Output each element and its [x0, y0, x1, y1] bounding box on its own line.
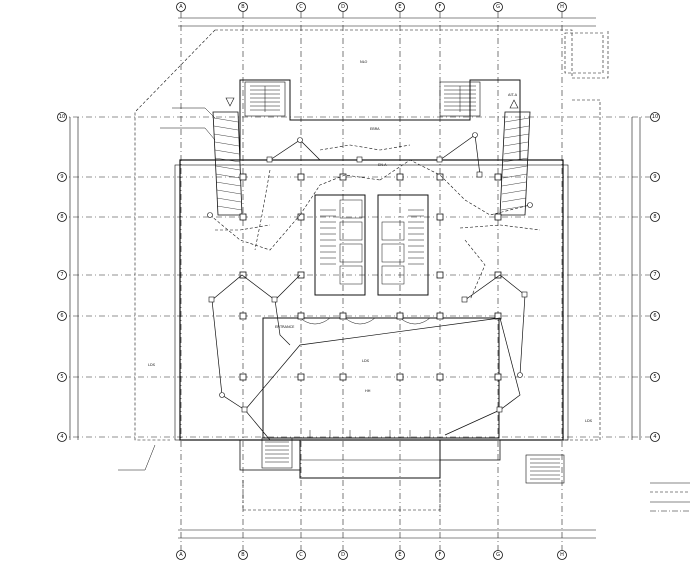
grid-label-top-b: B	[241, 4, 245, 10]
grid-bubbles-right: 10 9 8 7 6 5 4	[650, 112, 660, 442]
grid-label-right-8: 8	[653, 214, 656, 220]
devices	[207, 132, 533, 413]
corridor-tag: EBRA	[370, 127, 380, 131]
grid-label-bottom-b: B	[241, 552, 245, 558]
exterior-walls	[174, 79, 569, 479]
grid-bubbles-bottom: A B C D E F G H	[176, 550, 567, 560]
grid-label-top-f: F	[439, 4, 442, 10]
panel-note: AIT-A	[508, 93, 518, 97]
west-shaft-hatched	[212, 111, 243, 216]
wiring-solid	[211, 134, 526, 441]
grid-label-bottom-g: G	[496, 552, 500, 558]
stair-north-east	[439, 81, 481, 117]
grid-axes	[60, 12, 650, 552]
stair-north-west	[244, 81, 286, 117]
stair-south-east	[525, 454, 565, 484]
grid-label-bottom-h: H	[560, 552, 564, 558]
room-label-west-bay: LDS	[148, 363, 156, 367]
detector-label: EN-A	[378, 163, 387, 167]
grid-label-top-e: E	[398, 4, 401, 10]
grid-bubbles-left: 10 9 8 7 6 5 4	[57, 112, 67, 442]
grid-label-right-4: 4	[653, 434, 656, 440]
grid-bubbles-top: A B C D E F G H	[176, 2, 567, 12]
grid-label-left-4: 4	[60, 434, 63, 440]
grid-label-bottom-e: E	[398, 552, 401, 558]
lobby-tag: ENTRANCE	[275, 325, 295, 329]
wiring-dashed	[209, 144, 541, 301]
room-label-main-hall: LDS	[362, 359, 370, 363]
grid-label-left-9: 9	[60, 174, 63, 180]
grid-label-bottom-f: F	[439, 552, 442, 558]
top-dimension-chain	[69, 17, 641, 539]
grid-label-bottom-c: C	[299, 552, 303, 558]
room-label-hall-center: HH	[365, 389, 371, 393]
grid-label-left-10: 10	[59, 114, 65, 120]
grid-label-top-a: A	[179, 4, 183, 10]
grid-label-right-5: 5	[653, 374, 656, 380]
room-label-north-block: NLO	[360, 60, 368, 64]
grid-label-left-5: 5	[60, 374, 63, 380]
grid-label-left-6: 6	[60, 313, 63, 319]
revision-markers	[225, 97, 519, 109]
grid-label-top-g: G	[496, 4, 500, 10]
central-core	[314, 194, 429, 296]
grid-label-top-h: H	[560, 4, 564, 10]
grid-label-bottom-d: D	[341, 552, 345, 558]
grid-label-right-6: 6	[653, 313, 656, 319]
structural-columns	[239, 173, 502, 381]
grid-label-top-c: C	[299, 4, 303, 10]
grid-label-top-d: D	[341, 4, 345, 10]
leader-lines	[118, 107, 216, 471]
room-label-east-bay: LDS	[585, 419, 593, 423]
roof-outline	[134, 29, 609, 511]
legend	[650, 482, 690, 512]
grid-label-right-9: 9	[653, 174, 656, 180]
grid-label-right-7: 7	[653, 272, 656, 278]
east-shaft-hatched	[499, 111, 531, 216]
grid-label-left-8: 8	[60, 214, 63, 220]
grid-label-left-7: 7	[60, 272, 63, 278]
grid-label-right-10: 10	[652, 114, 658, 120]
grid-label-bottom-a: A	[179, 552, 183, 558]
stair-south-west	[261, 437, 293, 469]
